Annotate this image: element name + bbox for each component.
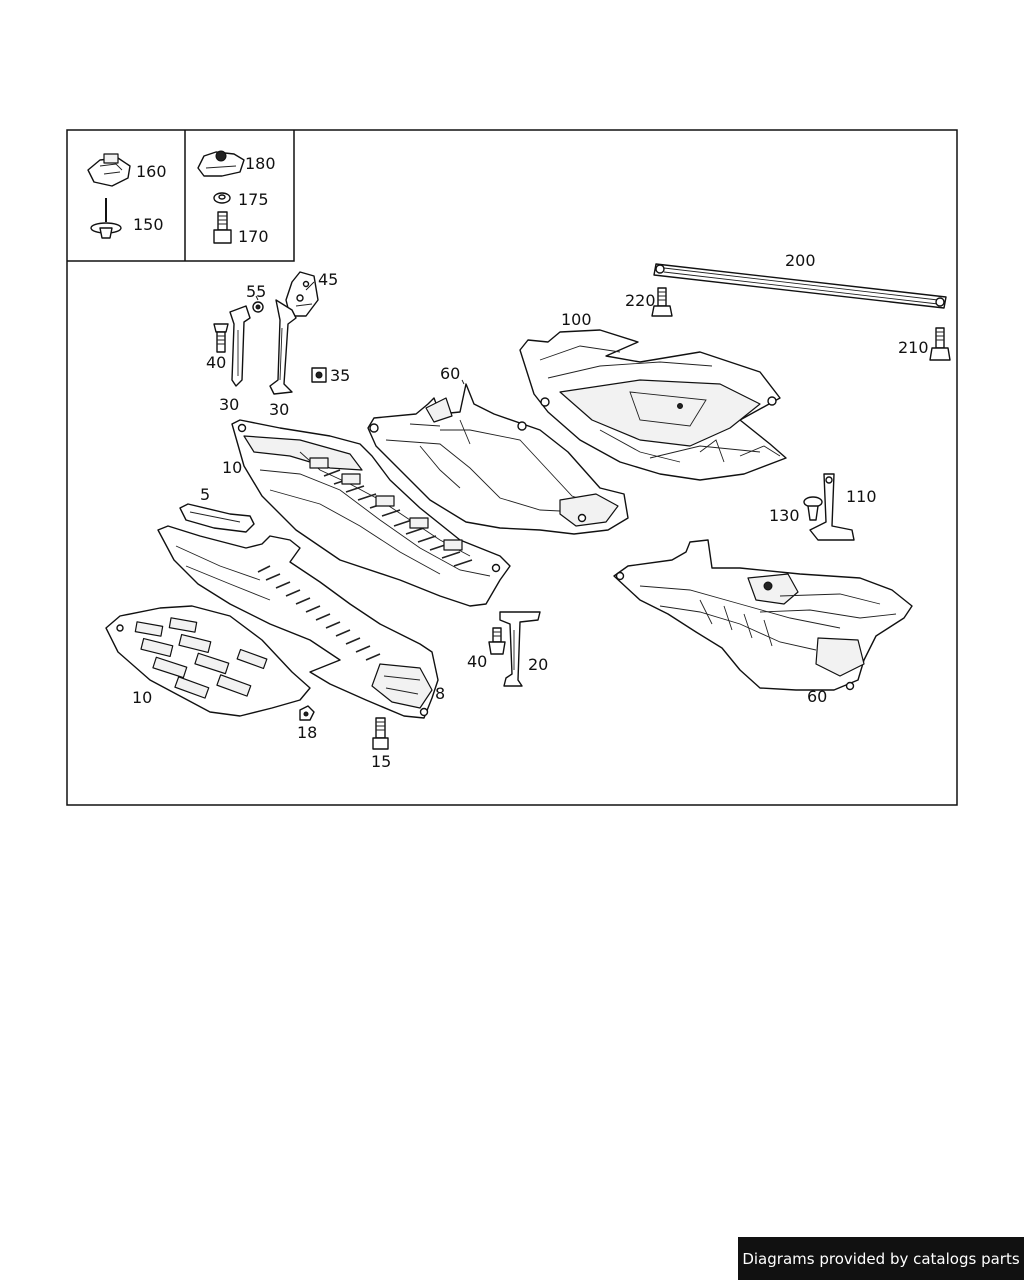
- part-60-underbody-cover-lower: [613, 539, 913, 691]
- part-180-clip-nut-icon: [197, 150, 245, 177]
- callout-40-top: 40: [206, 353, 226, 372]
- part-5-trim-strip: [179, 503, 255, 533]
- callout-30-left: 30: [219, 395, 239, 414]
- part-8-front-lower-panel: [157, 525, 439, 719]
- callout-30-right: 30: [269, 400, 289, 419]
- part-55-nut-icon: [252, 301, 264, 313]
- part-200-cross-bar: [653, 263, 947, 309]
- callout-60-lower: 60: [807, 687, 827, 706]
- callout-10-upper: 10: [222, 458, 242, 477]
- callout-220: 220: [625, 291, 656, 310]
- part-10-engine-lining-ribs: [309, 457, 473, 567]
- callout-18: 18: [297, 723, 317, 742]
- part-15-bolt-icon: [372, 717, 389, 750]
- part-160-clip-nut-icon: [87, 153, 131, 187]
- part-10-grid-shield-lower: [105, 605, 311, 717]
- part-30-stay-right: [269, 299, 297, 395]
- callout-130: 130: [769, 506, 800, 525]
- callout-35: 35: [330, 366, 350, 385]
- callout-175: 175: [238, 190, 269, 209]
- part-20-bracket: [499, 611, 541, 687]
- part-150-push-rivet-icon: [90, 198, 122, 239]
- callout-160: 160: [136, 162, 167, 181]
- callout-45: 45: [318, 270, 338, 289]
- callout-200: 200: [785, 251, 816, 270]
- inset-box-divider: [67, 130, 295, 262]
- part-100-underbody-panel: [519, 329, 787, 481]
- callout-100: 100: [561, 310, 592, 329]
- leader-lines: [255, 281, 465, 385]
- callout-60-upper: 60: [440, 364, 460, 383]
- part-130-screw-icon: [803, 496, 823, 521]
- callout-8: 8: [435, 684, 445, 703]
- part-210-bolt-icon: [929, 327, 951, 361]
- part-30-stay-left: [229, 305, 251, 387]
- callout-180: 180: [245, 154, 276, 173]
- callout-20: 20: [528, 655, 548, 674]
- part-35-clip-icon: [311, 367, 327, 383]
- callout-210: 210: [898, 338, 929, 357]
- part-170-bolt-icon: [213, 211, 232, 244]
- callout-10-lower: 10: [132, 688, 152, 707]
- part-45-bracket: [285, 271, 319, 317]
- part-110-stay: [809, 473, 855, 541]
- callout-110: 110: [846, 487, 877, 506]
- part-40-bolt-middle-icon: [488, 627, 506, 655]
- part-60-underbody-cover-upper: [367, 383, 629, 535]
- diagram-frame: [66, 129, 958, 806]
- callout-40-middle: 40: [467, 652, 487, 671]
- callout-55: 55: [246, 282, 266, 301]
- callout-5: 5: [200, 485, 210, 504]
- callout-170: 170: [238, 227, 269, 246]
- part-10-engine-lining-upper: [231, 419, 511, 607]
- part-8-grille-slats: [257, 565, 381, 661]
- part-10-grid-openings: [134, 617, 268, 699]
- part-175-washer-icon: [213, 192, 231, 204]
- credit-text: Diagrams provided by catalogs parts: [742, 1249, 1020, 1268]
- callout-15: 15: [371, 752, 391, 771]
- part-220-bolt-icon: [651, 287, 673, 317]
- part-40-bolt-top-icon: [213, 323, 229, 353]
- credit-banner: Diagrams provided by catalogs parts: [738, 1237, 1024, 1280]
- part-18-nut-icon: [299, 705, 315, 721]
- callout-150: 150: [133, 215, 164, 234]
